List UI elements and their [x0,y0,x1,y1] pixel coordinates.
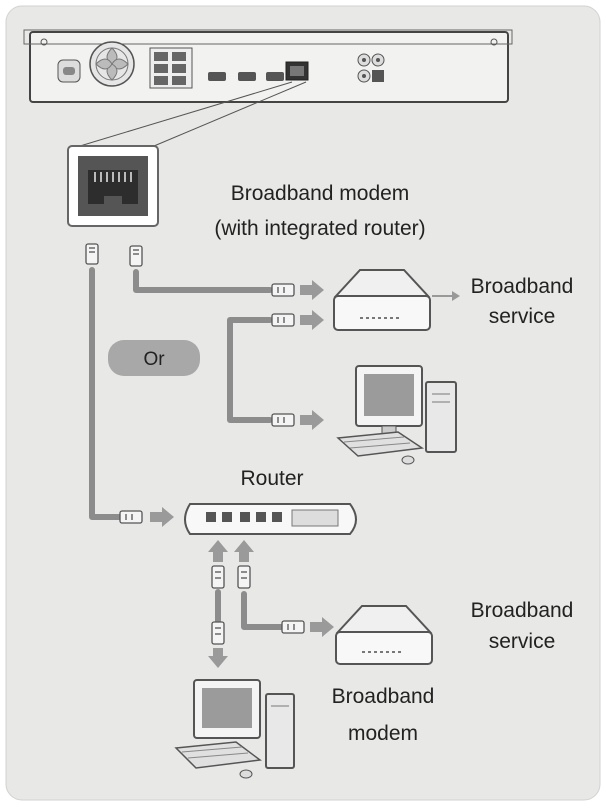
audio-jacks [357,53,385,83]
computer-top [336,365,457,465]
ethernet-plug [211,565,225,589]
modem-bottom-label-line2: modem [348,722,418,745]
ethernet-plug [281,620,305,634]
arrow-right-icon [452,291,460,301]
lan-port [285,61,309,81]
service-bottom-label-line2: service [489,630,556,653]
cable-router-to-modem [241,591,285,630]
service-top-label-line2: service [489,305,556,328]
power-socket [57,59,81,83]
broadband-modem-bottom [335,605,433,665]
arrow-right-icon [300,410,324,430]
ethernet-plug [211,621,225,645]
cooling-fan [89,41,135,87]
computer-bottom [174,679,295,779]
ethernet-plug [271,413,295,427]
diagram-panel [5,5,601,801]
device-rear-panel [23,29,513,103]
ethernet-plug [271,313,295,327]
service-top-label-line1: Broadband [471,275,574,298]
or-badge: Or [108,340,200,376]
lan-socket-closeup [67,145,159,227]
service-bottom-label-line1: Broadband [471,599,574,622]
arrow-down-icon [208,648,228,668]
ethernet-plug [119,510,143,524]
modem-router-label-line2: (with integrated router) [214,217,425,240]
hdmi-ports [208,72,284,81]
router-label: Router [240,467,303,490]
cable-modem-to-pc [227,317,273,423]
modem-bottom-label-line1: Broadband [332,685,435,708]
arrow-right-icon [300,280,324,300]
ethernet-plug [129,245,143,267]
router-device [184,503,357,535]
arrow-right-icon [310,617,334,637]
broadband-modem-top [333,269,431,331]
or-label: Or [143,349,165,370]
speaker-terminals [149,47,193,89]
ethernet-plug [237,565,251,589]
ethernet-plug [271,283,295,297]
cable-to-router [89,267,123,520]
modem-router-label-line1: Broadband modem [231,182,410,205]
arrow-up-icon [234,540,254,562]
arrow-up-icon [208,540,228,562]
cable-to-modem-router [133,269,273,293]
arrow-right-icon [300,310,324,330]
arrow-right-icon [150,507,174,527]
ethernet-plug [85,243,99,265]
